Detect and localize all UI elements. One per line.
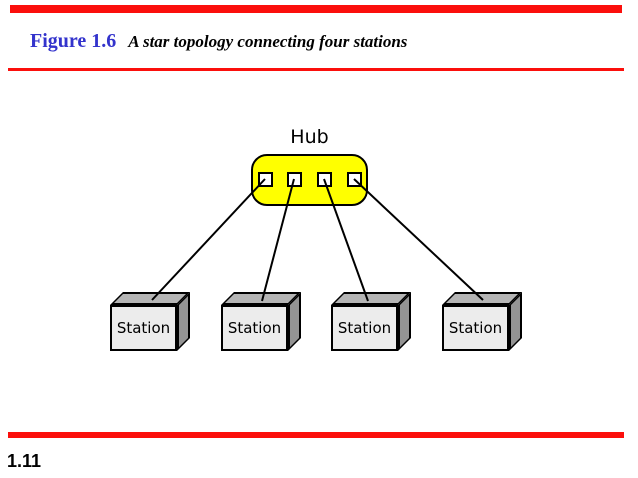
station-3: Station (331, 292, 411, 351)
hub-port-1 (258, 172, 273, 187)
hub-label: Hub (290, 126, 329, 148)
figure-caption: A star topology connecting four stations (128, 32, 408, 51)
station-1: Station (110, 292, 190, 351)
page-number: 1.11 (7, 451, 42, 471)
station-4-label: Station (448, 319, 503, 337)
station-4-front-face: Station (442, 305, 509, 351)
bottom-accent-bar (8, 432, 624, 438)
station-3-label: Station (337, 319, 392, 337)
station-4: Station (442, 292, 522, 351)
station-3-front-face: Station (331, 305, 398, 351)
hub-station-link-1 (151, 178, 266, 301)
top-accent-bar (10, 5, 622, 13)
hub-port-3 (317, 172, 332, 187)
hub-station-link-4 (353, 178, 484, 301)
station-2: Station (221, 292, 301, 351)
hub-port-4 (347, 172, 362, 187)
figure-number-label: Figure 1.6 (30, 30, 117, 52)
station-1-front-face: Station (110, 305, 177, 351)
title-underline-rule (8, 68, 624, 71)
station-1-label: Station (116, 319, 171, 337)
station-2-label: Station (227, 319, 282, 337)
station-2-front-face: Station (221, 305, 288, 351)
hub-port-2 (287, 172, 302, 187)
slide-title: Figure 1.6 A star topology connecting fo… (30, 30, 618, 53)
